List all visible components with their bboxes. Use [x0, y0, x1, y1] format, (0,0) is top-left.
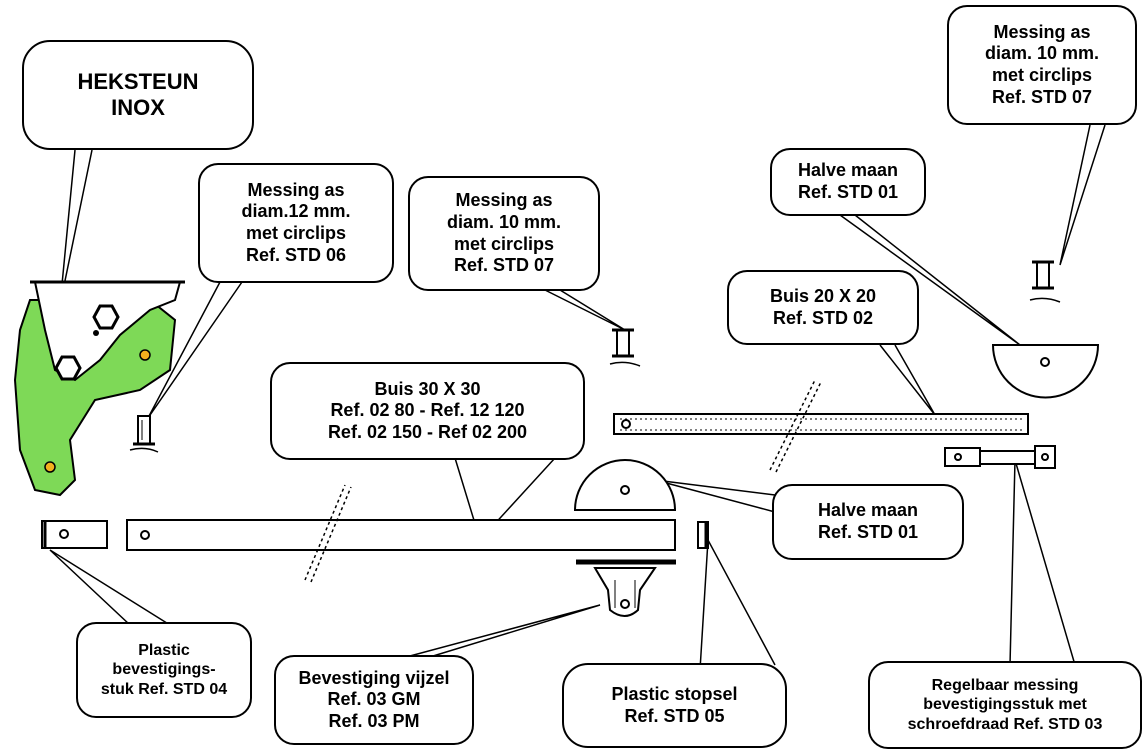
tube-20x20	[613, 379, 1029, 473]
callout-line: Ref. STD 01	[817, 522, 919, 542]
callout-messing-std07-top: Messing as diam. 10 mm. met circlips Ref…	[947, 5, 1137, 125]
callout-line: Plastic	[138, 642, 190, 660]
callout-line: Messing as	[247, 179, 345, 200]
callout-line: Ref. 03 PM	[328, 710, 420, 731]
callout-line: INOX	[111, 95, 165, 120]
callout-line: bevestigings-	[112, 661, 216, 679]
callout-line: Ref. STD 06	[245, 244, 347, 265]
plastic-plug-std05	[697, 521, 709, 549]
callout-line: met circlips	[453, 233, 555, 254]
callout-line: Bevestiging vijzel	[298, 667, 450, 688]
callout-line: met circlips	[991, 65, 1093, 85]
callout-line: Ref. 02 80 - Ref. 12 120	[330, 400, 525, 421]
callout-buis-20: Buis 20 X 20 Ref. STD 02	[727, 270, 919, 345]
callout-jack-mount: Bevestiging vijzel Ref. 03 GM Ref. 03 PM	[274, 655, 474, 745]
callout-messing-std06: Messing as diam.12 mm. met circlips Ref.…	[198, 163, 394, 283]
tube-30x30	[126, 484, 676, 583]
half-moon-mid	[573, 459, 677, 511]
callout-line: Ref. STD 01	[797, 182, 899, 202]
adjustable-fitting	[944, 445, 1056, 469]
callout-line: Ref. STD 05	[624, 705, 725, 726]
heksteun-bracket	[13, 280, 185, 497]
callout-line: Messing as	[993, 21, 1091, 42]
callout-line: bevestigingsstuk met	[923, 696, 1087, 714]
jack-mount	[576, 559, 676, 617]
callout-line: Ref. STD 07	[991, 86, 1093, 107]
callout-plastic-plug: Plastic stopsel Ref. STD 05	[562, 663, 787, 748]
half-moon-top	[991, 344, 1100, 399]
callout-line: Messing as	[455, 190, 553, 211]
callout-line: Ref. 02 150 - Ref 02 200	[327, 421, 528, 442]
callout-heksteun: HEKSTEUN INOX	[22, 40, 254, 150]
callout-plastic-fitting: Plastic bevestigings- stuk Ref. STD 04	[76, 622, 252, 718]
callout-line: diam. 10 mm.	[446, 211, 562, 232]
callout-line: Halve maan	[797, 160, 899, 181]
plastic-fitting-std04	[41, 520, 108, 549]
callout-line: Buis 20 X 20	[769, 285, 877, 306]
callout-line: stuk Ref. STD 04	[100, 680, 228, 698]
callout-line: Buis 30 X 30	[374, 378, 481, 399]
callout-buis-30: Buis 30 X 30 Ref. 02 80 - Ref. 12 120 Re…	[270, 362, 585, 460]
axle-std07-mid	[609, 328, 641, 367]
callout-line: diam.12 mm.	[241, 201, 351, 222]
axle-std07-top	[1029, 260, 1061, 303]
callout-line: met circlips	[245, 223, 347, 243]
callout-line: Ref. 03 GM	[327, 689, 421, 710]
callout-half-moon-top: Halve maan Ref. STD 01	[770, 148, 926, 216]
callout-line: Halve maan	[817, 500, 919, 521]
callout-line: diam. 10 mm.	[984, 43, 1100, 64]
axle-std06	[129, 415, 159, 453]
callout-line: Ref. STD 07	[453, 255, 555, 276]
callout-line: Ref. STD 02	[772, 307, 874, 328]
callout-line: schroefdraad Ref. STD 03	[907, 715, 1103, 733]
callout-half-moon-mid: Halve maan Ref. STD 01	[772, 484, 964, 560]
callout-line: Regelbaar messing	[931, 677, 1079, 695]
callout-line: HEKSTEUN	[77, 68, 199, 94]
callout-adjustable-fitting: Regelbaar messing bevestigingsstuk met s…	[868, 661, 1142, 749]
callout-line: Plastic stopsel	[611, 683, 738, 704]
callout-messing-std07-mid: Messing as diam. 10 mm. met circlips Ref…	[408, 176, 600, 291]
